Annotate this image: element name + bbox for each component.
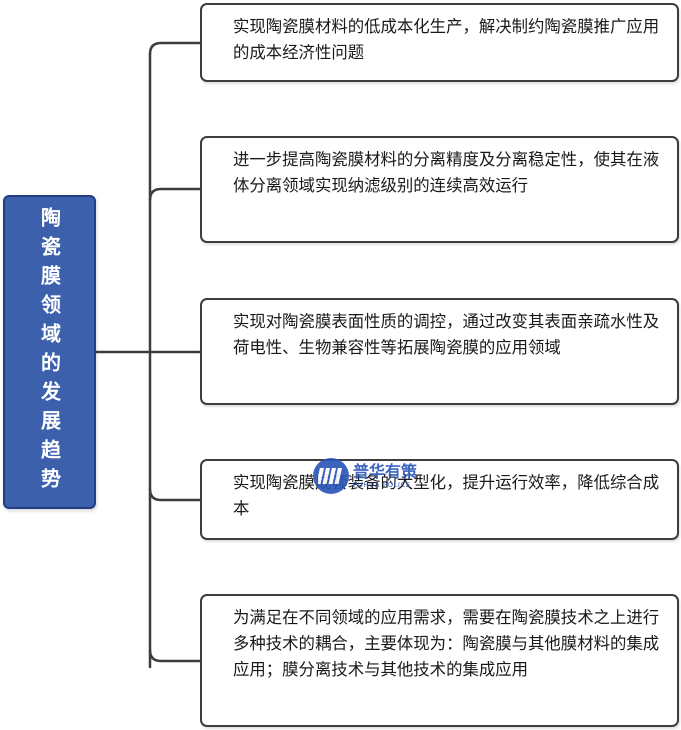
branch-node-2: 进一步提高陶瓷膜材料的分离精度及分离稳定性，使其在液体分离领域实现纳滤级别的连续…: [200, 136, 679, 243]
root-node: 陶瓷膜领域的发展趋势: [3, 195, 96, 509]
branch-node-3: 实现对陶瓷膜表面性质的调控，通过改变其表面亲疏水性及荷电性、生物兼容性等拓展陶瓷…: [200, 298, 679, 405]
branch-text-4: 实现陶瓷膜成套装备的大型化，提升运行效率，降低综合成本: [233, 473, 660, 518]
branch-connector-5: [148, 648, 202, 663]
branch-text-2: 进一步提高陶瓷膜材料的分离精度及分离稳定性，使其在液体分离领域实现纳滤级别的连续…: [233, 150, 660, 195]
branch-connector-4: [148, 487, 202, 502]
watermark-subtitle: PUHUA POLICE: [353, 480, 411, 489]
watermark-logo-icon: [313, 458, 349, 494]
watermark: 普华有策 PUHUA POLICE: [313, 458, 417, 494]
branch-connector-2: [148, 187, 202, 202]
branch-node-4: 实现陶瓷膜成套装备的大型化，提升运行效率，降低综合成本: [200, 459, 679, 540]
branch-text-1: 实现陶瓷膜材料的低成本化生产，解决制约陶瓷膜推广应用的成本经济性问题: [233, 17, 660, 62]
branch-node-1: 实现陶瓷膜材料的低成本化生产，解决制约陶瓷膜推广应用的成本经济性问题: [200, 3, 679, 82]
branch-connector-1: [148, 41, 202, 56]
root-label: 陶瓷膜领域的发展趋势: [37, 207, 62, 497]
branch-node-5: 为满足在不同领域的应用需求，需要在陶瓷膜技术之上进行多种技术的耦合，主要体现为：…: [200, 594, 679, 727]
watermark-name: 普华有策: [353, 461, 418, 481]
branch-text-3: 实现对陶瓷膜表面性质的调控，通过改变其表面亲疏水性及荷电性、生物兼容性等拓展陶瓷…: [233, 312, 660, 357]
branch-text-5: 为满足在不同领域的应用需求，需要在陶瓷膜技术之上进行多种技术的耦合，主要体现为：…: [233, 608, 660, 679]
